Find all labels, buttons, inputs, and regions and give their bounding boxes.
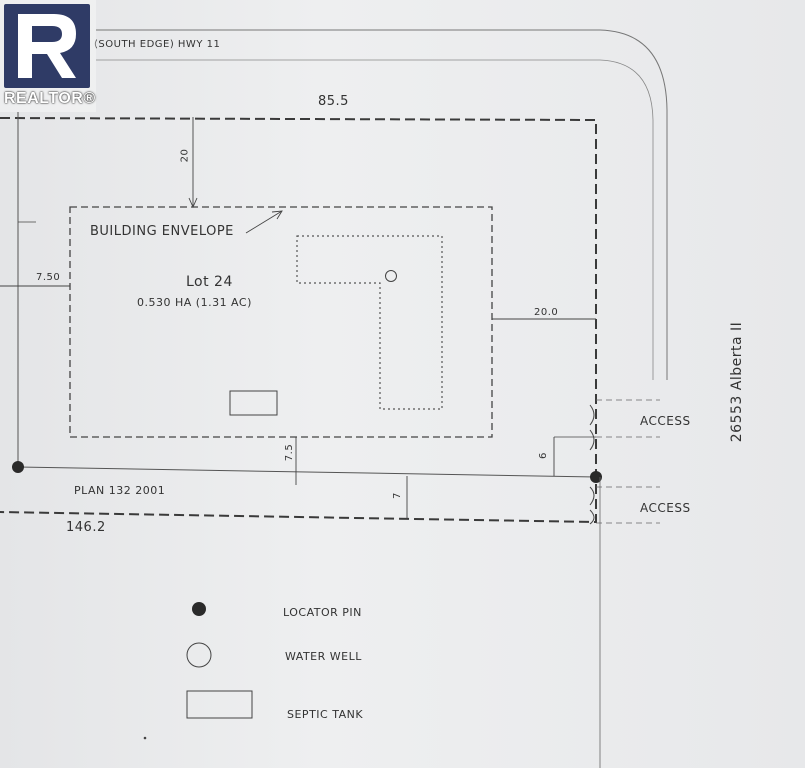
building-footprint bbox=[296, 235, 443, 410]
lot-boundary bbox=[0, 117, 597, 524]
side-setback-dimension: 7.50 bbox=[36, 272, 61, 283]
access-label-north: ACCESS bbox=[640, 414, 691, 428]
envelope-label: BUILDING ENVELOPE bbox=[90, 224, 234, 239]
address-label: 26553 Alberta II bbox=[729, 321, 745, 443]
east-setback-dimension: 20.0 bbox=[534, 307, 559, 318]
building-envelope bbox=[69, 206, 493, 438]
road-label: (SOUTH EDGE) HWY 11 bbox=[94, 39, 221, 50]
top-dimension: 85.5 bbox=[318, 94, 349, 109]
realtor-r-icon bbox=[18, 14, 76, 78]
south-setback-a: 7.5 bbox=[284, 443, 296, 462]
highway-inner-line bbox=[96, 59, 654, 380]
front-setback-dimension: 20 bbox=[179, 148, 191, 163]
legend-locator-pin-label: LOCATOR PIN bbox=[283, 606, 362, 619]
realtor-logo[interactable]: REALTOR® bbox=[0, 0, 96, 112]
access-label-south: ACCESS bbox=[640, 501, 691, 515]
access-mark-north bbox=[589, 404, 595, 451]
south-setback-b: 7 bbox=[391, 492, 403, 499]
locator-pin-east bbox=[590, 471, 602, 483]
legend-locator-pin-icon bbox=[192, 602, 206, 616]
legend-septic-tank-label: SEPTIC TANK bbox=[287, 708, 364, 721]
lot-area: 0.530 HA (1.31 AC) bbox=[137, 296, 252, 309]
legend-water-well-label: WATER WELL bbox=[285, 650, 362, 663]
realtor-logo-text: REALTOR® bbox=[4, 90, 96, 107]
highway-edge-line bbox=[96, 29, 668, 380]
septic-tank-marker bbox=[229, 390, 278, 416]
water-well-marker bbox=[385, 270, 397, 282]
lot-name: Lot 24 bbox=[186, 274, 233, 290]
bottom-dimension: 146.2 bbox=[66, 520, 106, 535]
plan-line bbox=[17, 466, 597, 478]
locator-pin-west bbox=[12, 461, 24, 473]
legend-septic-tank-icon bbox=[186, 690, 253, 719]
plan-number: PLAN 132 2001 bbox=[74, 484, 166, 497]
access-offset-dimension: 6 bbox=[537, 452, 549, 459]
legend-water-well-icon bbox=[186, 642, 212, 668]
access-mark-south bbox=[589, 486, 595, 525]
realtor-logo-mark bbox=[4, 4, 90, 88]
